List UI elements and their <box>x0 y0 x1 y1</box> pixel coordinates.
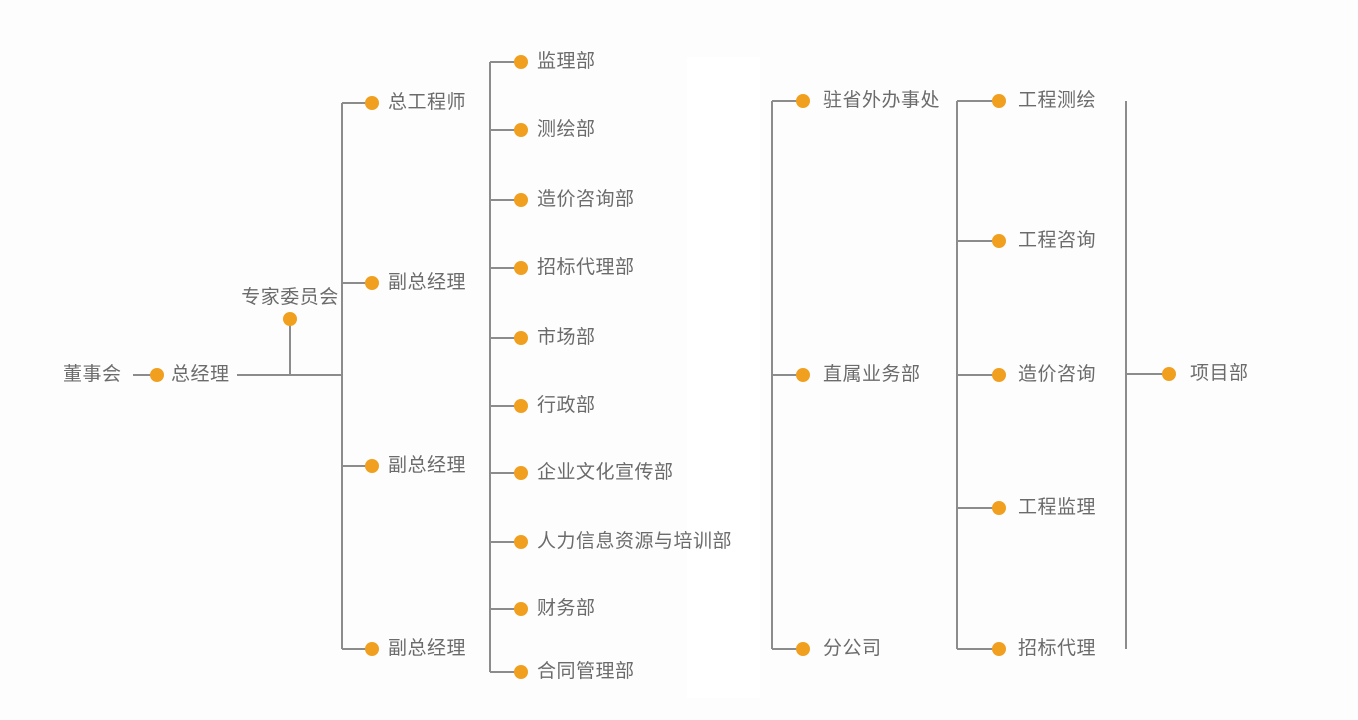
node-dot <box>365 459 379 473</box>
connector-line-h <box>237 374 343 376</box>
node-dot <box>514 123 528 137</box>
node-departments-1-label: 测绘部 <box>537 119 596 141</box>
node-dot <box>150 368 164 382</box>
node-dot <box>365 642 379 656</box>
node-business-lines-1-label: 工程咨询 <box>1018 230 1097 252</box>
node-dot <box>992 234 1006 248</box>
connector-line-h <box>772 648 797 650</box>
connector-line-h <box>490 608 517 610</box>
node-branch-units-1-label: 直属业务部 <box>823 364 921 386</box>
node-dot <box>514 399 528 413</box>
node-executives-3-label: 副总经理 <box>388 638 467 660</box>
node-dot <box>283 312 297 326</box>
node-dot <box>365 96 379 110</box>
node-departments-2-label: 造价咨询部 <box>537 189 635 211</box>
node-dot <box>514 193 528 207</box>
connector-line-h <box>490 541 517 543</box>
connector-line-h <box>490 472 517 474</box>
node-departments-4-label: 市场部 <box>537 327 596 349</box>
node-departments-8-label: 财务部 <box>537 598 596 620</box>
connector-line-h <box>342 282 366 284</box>
node-dot <box>796 642 810 656</box>
node-branch-units-2-label: 分公司 <box>823 638 882 660</box>
connector-line-h <box>490 199 517 201</box>
node-business-lines-4-label: 招标代理 <box>1018 638 1097 660</box>
node-dot <box>514 665 528 679</box>
connector-line-v <box>341 103 343 649</box>
node-dot <box>514 331 528 345</box>
connector-line-h <box>490 267 517 269</box>
connector-line-v <box>289 322 291 375</box>
node-dot <box>514 466 528 480</box>
connector-line-h <box>772 100 797 102</box>
connector-line-v <box>489 62 491 672</box>
connector-line-h <box>133 374 151 376</box>
node-board-label: 董事会 <box>63 364 122 386</box>
node-dot <box>514 55 528 69</box>
connector-line-h <box>490 61 517 63</box>
connector-line-h <box>957 648 993 650</box>
node-project-department-label: 项目部 <box>1190 363 1249 385</box>
connector-line-h <box>342 465 366 467</box>
connector-line-h <box>772 374 797 376</box>
node-dot <box>796 94 810 108</box>
node-branch-units-0-label: 驻省外办事处 <box>823 90 941 112</box>
node-expert-committee-label: 专家委员会 <box>241 287 339 309</box>
node-dot <box>992 368 1006 382</box>
connector-line-h <box>490 337 517 339</box>
node-dot <box>796 368 810 382</box>
connector-line-v <box>1125 101 1127 649</box>
node-dot <box>514 535 528 549</box>
connector-line-h <box>957 100 993 102</box>
node-departments-0-label: 监理部 <box>537 51 596 73</box>
connector-line-h <box>957 240 993 242</box>
node-dot <box>514 261 528 275</box>
node-departments-5-label: 行政部 <box>537 395 596 417</box>
node-business-lines-2-label: 造价咨询 <box>1018 364 1097 386</box>
node-executives-0-label: 总工程师 <box>388 92 467 114</box>
connector-line-h <box>957 507 993 509</box>
connector-line-h <box>490 129 517 131</box>
node-dot <box>992 94 1006 108</box>
background-band <box>687 57 760 698</box>
connector-line-h <box>490 671 517 673</box>
node-dot <box>514 602 528 616</box>
node-dot <box>365 276 379 290</box>
node-departments-7-label: 人力信息资源与培训部 <box>537 531 733 553</box>
node-departments-6-label: 企业文化宣传部 <box>537 462 674 484</box>
connector-line-h <box>1126 373 1163 375</box>
node-business-lines-3-label: 工程监理 <box>1018 497 1097 519</box>
node-business-lines-0-label: 工程测绘 <box>1018 90 1097 112</box>
node-dot <box>992 501 1006 515</box>
node-dot <box>992 642 1006 656</box>
connector-line-h <box>490 405 517 407</box>
node-departments-9-label: 合同管理部 <box>537 661 635 683</box>
node-departments-3-label: 招标代理部 <box>537 257 635 279</box>
node-executives-1-label: 副总经理 <box>388 272 467 294</box>
node-dot <box>1162 367 1176 381</box>
connector-line-h <box>342 102 366 104</box>
connector-line-h <box>342 648 366 650</box>
node-executives-2-label: 副总经理 <box>388 455 467 477</box>
connector-line-h <box>957 374 993 376</box>
node-general-manager-label: 总经理 <box>171 364 230 386</box>
